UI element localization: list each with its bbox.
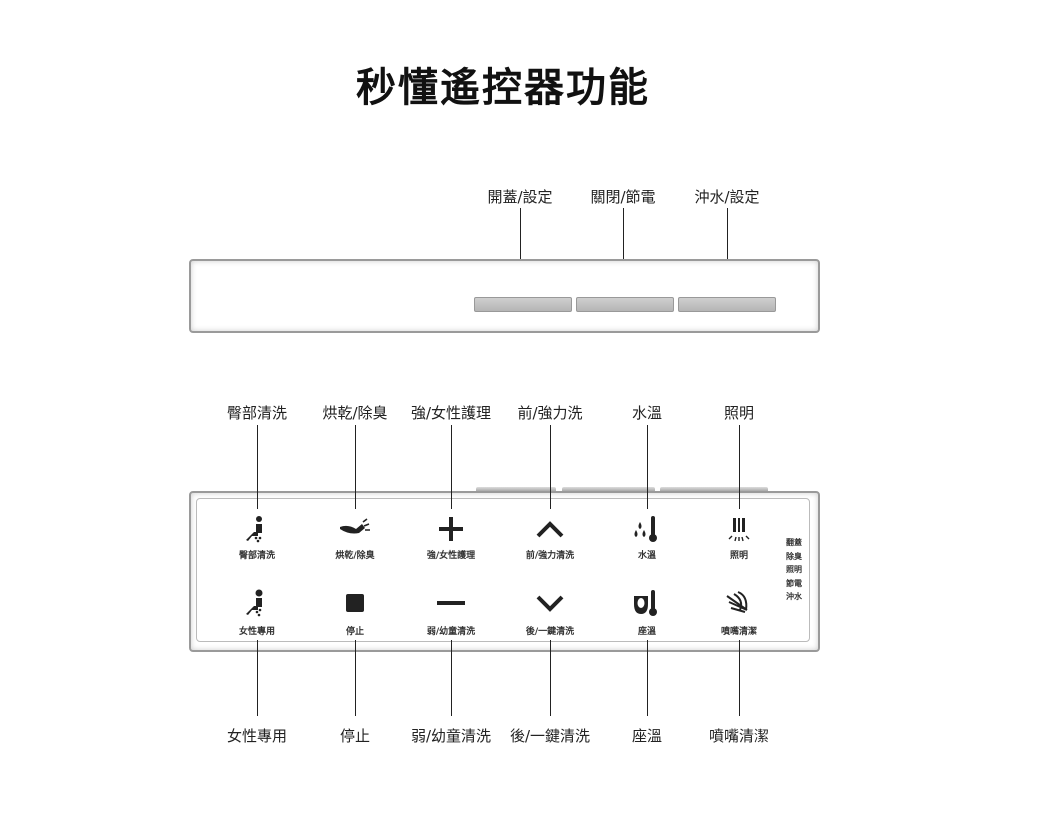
leader-line — [355, 425, 356, 509]
button-label: 噴嘴清潔 — [720, 627, 758, 637]
button-label: 前/強力清洗 — [525, 551, 575, 561]
leader-line — [739, 640, 740, 716]
bottom-callout-label: 座溫 — [631, 727, 663, 745]
panel-edge-button — [476, 487, 556, 491]
side-label: 沖水 — [786, 592, 802, 601]
open-lid-button[interactable] — [474, 297, 572, 312]
light-icon — [728, 518, 750, 542]
bottom-callout-label: 停止 — [339, 727, 371, 745]
label-close-save: 關閉/節電 — [590, 188, 656, 206]
seat-temp-icon — [634, 590, 657, 616]
button-label: 水溫 — [637, 551, 657, 561]
water-temp-icon — [634, 516, 657, 542]
leader-line — [647, 425, 648, 509]
button-label: 女性專用 — [238, 627, 276, 637]
panel-edge-button — [660, 487, 768, 491]
button-label: 強/女性護理 — [426, 551, 476, 561]
leader-line — [520, 208, 521, 292]
nozzle-clean-icon — [726, 591, 748, 613]
remote-main-panel — [189, 491, 820, 652]
leader-line — [257, 640, 258, 716]
flush-set-button[interactable] — [678, 297, 776, 312]
panel-edge-button — [562, 487, 655, 491]
dryer-icon — [340, 518, 370, 534]
side-label: 除臭 — [786, 551, 802, 561]
leader-line — [727, 208, 728, 292]
minus-icon — [437, 601, 465, 605]
top-callout-label: 照明 — [723, 404, 755, 422]
button-label: 臀部清洗 — [238, 551, 276, 561]
page-title: 秒懂遙控器功能 — [356, 65, 650, 111]
leader-line — [623, 208, 624, 292]
leader-line — [550, 640, 551, 716]
remote-top-panel — [189, 259, 820, 333]
leader-line — [257, 425, 258, 509]
leader-line — [355, 640, 356, 716]
top-callout-label: 強/女性護理 — [410, 404, 492, 422]
leader-line — [739, 425, 740, 509]
button-label: 烘乾/除臭 — [335, 551, 375, 561]
panel-inner-border — [196, 498, 810, 642]
side-label: 翻蓋 — [786, 538, 802, 547]
top-callout-label: 水溫 — [631, 404, 663, 422]
plus-icon — [439, 517, 463, 541]
close-save-button[interactable] — [576, 297, 674, 312]
side-label: 照明 — [786, 565, 802, 574]
rear-wash-icon — [246, 516, 262, 543]
button-label: 弱/幼童清洗 — [426, 627, 476, 637]
top-callout-label: 臀部清洗 — [226, 404, 288, 422]
button-label: 照明 — [729, 551, 749, 561]
bottom-callout-label: 後/一鍵清洗 — [509, 727, 591, 745]
side-label: 節電 — [786, 578, 802, 588]
side-labels: 翻蓋 除臭 照明 節電 沖水 — [786, 536, 802, 604]
label-open-lid: 開蓋/設定 — [487, 188, 553, 206]
bottom-callout-label: 弱/幼童清洗 — [410, 727, 492, 745]
bottom-callout-label: 噴嘴清潔 — [708, 727, 770, 745]
leader-line — [451, 640, 452, 716]
top-callout-label: 前/強力洗 — [517, 404, 583, 422]
top-callout-label: 烘乾/除臭 — [322, 404, 388, 422]
leader-line — [647, 640, 648, 716]
female-wash-icon — [246, 589, 263, 617]
chevron-up-icon — [536, 521, 564, 538]
label-flush-set: 沖水/設定 — [694, 188, 760, 206]
chevron-down-icon — [536, 595, 564, 612]
button-label: 停止 — [345, 627, 365, 637]
leader-line — [550, 425, 551, 509]
bottom-callout-label: 女性專用 — [226, 727, 288, 745]
stop-icon — [346, 594, 364, 612]
leader-line — [451, 425, 452, 509]
button-label: 後/一鍵清洗 — [525, 627, 575, 637]
button-label: 座溫 — [637, 627, 657, 637]
